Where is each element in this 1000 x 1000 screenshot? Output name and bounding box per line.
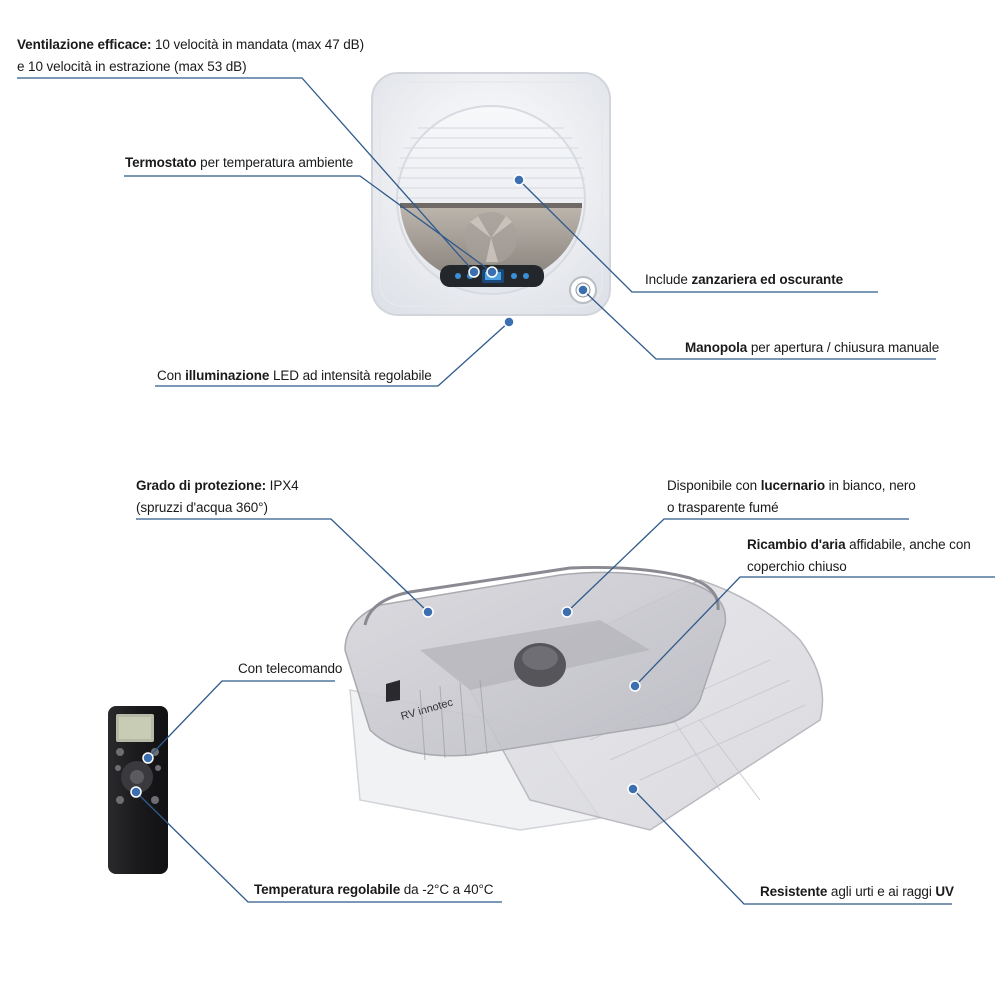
leader-lines (17, 77, 995, 905)
interior-unit (371, 72, 611, 316)
callout-illuminazione: Con illuminazione LED ad intensità regol… (157, 368, 432, 383)
callout-termostato: Termostato per temperatura ambiente (125, 155, 354, 170)
callout-dots (130, 174, 641, 798)
callout-manopola: Manopola per apertura / chiusura manuale (685, 340, 940, 355)
callout-telecomando: Con telecomando (238, 661, 343, 676)
callout-ricambio: Ricambio d'aria affidabile, anche con co… (747, 537, 971, 574)
callout-resistente: Resistente agli urti e ai raggi UV (760, 884, 954, 899)
callout-zanzariera: Include zanzariera ed oscurante (645, 272, 843, 287)
callout-protezione: Grado di protezione: IPX4 (spruzzi d'acq… (136, 478, 299, 515)
callout-lucernario: Disponibile con lucernario in bianco, ne… (667, 478, 916, 515)
callout-temperatura: Temperatura regolabile da -2°C a 40°C (254, 882, 494, 897)
roof-unit: RV innotec (344, 565, 824, 831)
callout-ventilazione: Ventilazione efficace: 10 velocità in ma… (17, 37, 364, 74)
